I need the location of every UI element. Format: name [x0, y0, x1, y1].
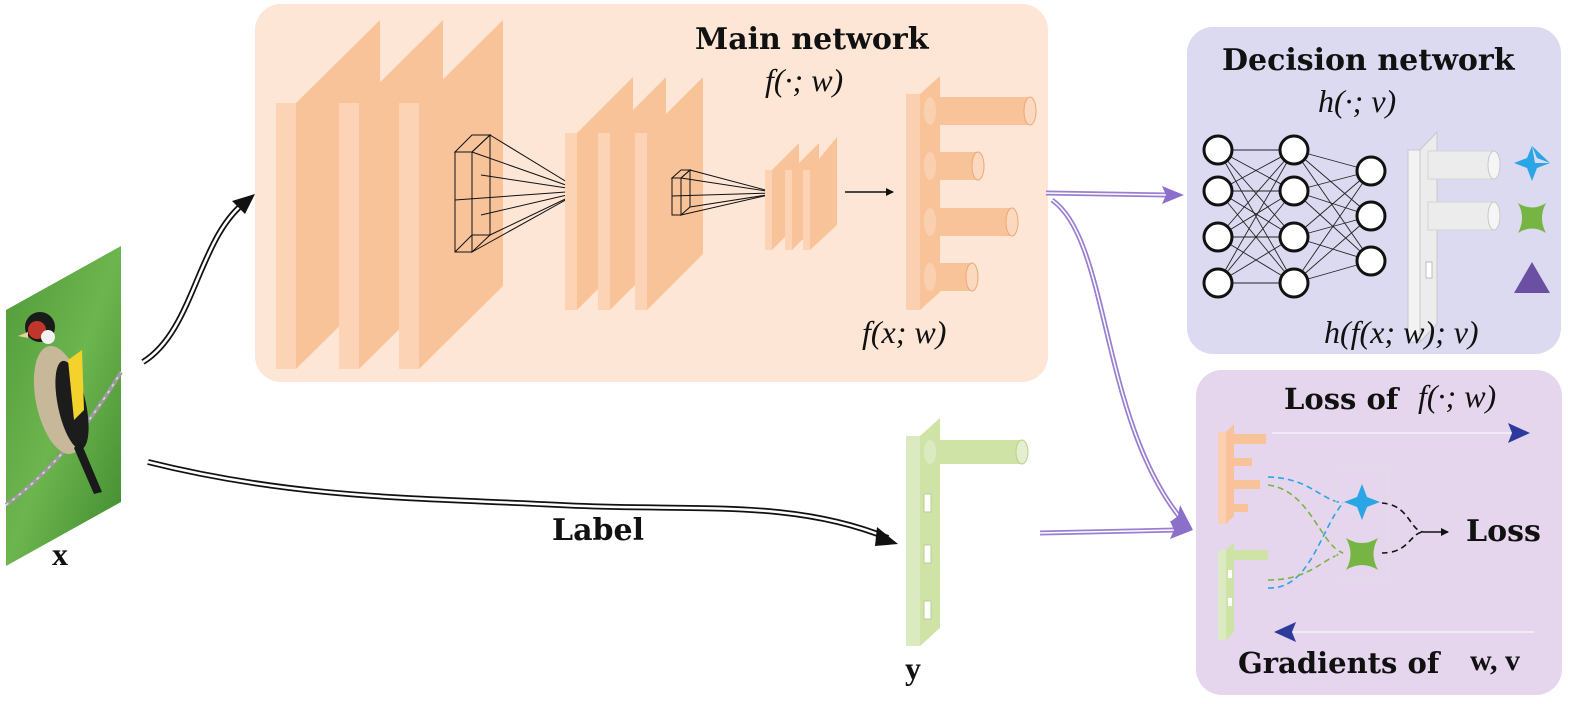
input-label: x: [52, 536, 68, 572]
main-network-title: Main network: [695, 22, 929, 57]
conv-layer-block-3: [765, 137, 837, 250]
gradients-vars: w, v: [1470, 644, 1521, 677]
star-icon: [1344, 484, 1380, 520]
mini-output-vector: [1218, 424, 1266, 524]
main-network-output: f(x; w): [862, 314, 947, 350]
output-bar-4: [924, 262, 979, 292]
gradients-arrow-left: [1274, 622, 1534, 642]
decision-output-bars: [1427, 150, 1501, 231]
target-vector: [906, 418, 940, 646]
star-icon: [1514, 146, 1550, 181]
conv-layer-block-2: [565, 77, 703, 310]
mlp-node-1-2: [1202, 175, 1234, 207]
mlp-node-2-3: [1278, 221, 1310, 253]
mlp-node-2-4: [1278, 267, 1310, 299]
main-output-bars: [924, 96, 1037, 292]
mlp-node-1-3: [1202, 221, 1234, 253]
mlp-node-1-1: [1202, 134, 1234, 166]
mlp-node-3-2: [1355, 200, 1387, 232]
main-to-decision-arrow: [1045, 186, 1184, 204]
gradients-of-label: Gradients of: [1238, 646, 1440, 680]
mlp-node-3-1: [1355, 155, 1387, 187]
decision-bar-2: [1427, 201, 1501, 231]
loss-label: Loss: [1466, 514, 1541, 549]
output-bar-2: [924, 151, 985, 181]
loss-panel: [1196, 370, 1562, 695]
triangle-icon: [1514, 262, 1550, 293]
loss-arrow-right: [1272, 423, 1530, 443]
loss-of-func: f(·; w): [1418, 378, 1497, 414]
decision-network-output: h(f(x; w); v): [1324, 314, 1479, 350]
input-image: [4, 246, 123, 566]
main-to-loss-arrow: [1050, 197, 1193, 530]
conv-kernel-2: [670, 168, 777, 217]
mlp-nodes: [1202, 134, 1387, 299]
decision-network-panel: [1187, 27, 1561, 354]
main-network-func: f(·; w): [765, 62, 844, 98]
decision-bar-1: [1427, 150, 1501, 180]
label-arrow: [147, 459, 898, 546]
decision-network-title: Decision network: [1222, 43, 1515, 78]
input-to-main-arrow: [141, 194, 255, 365]
decision-symbols: [1514, 146, 1550, 293]
mlp-node-2-1: [1278, 134, 1310, 166]
target-bar: [924, 439, 1029, 465]
main-output-vector: [906, 76, 940, 310]
cross-star-icon: [1518, 203, 1546, 233]
mlp-node-2-2: [1278, 175, 1310, 207]
label-to-loss-arrow: [1039, 521, 1193, 539]
cross-star-icon: [1346, 538, 1378, 570]
target-label: y: [905, 650, 921, 686]
loss-of-label: Loss of: [1284, 382, 1399, 416]
mlp-node-1-4: [1202, 267, 1234, 299]
output-bar-1: [924, 96, 1037, 126]
conv-layer-block-1: [276, 20, 503, 369]
mini-target-vector: [1218, 542, 1268, 640]
mlp-node-3-3: [1355, 245, 1387, 277]
loss-symbols: [1335, 467, 1389, 581]
decision-output-vector: [1407, 130, 1438, 344]
output-bar-3: [924, 207, 1019, 237]
label-arrow-text: Label: [552, 513, 644, 548]
decision-network-func: h(·; v): [1318, 83, 1397, 119]
